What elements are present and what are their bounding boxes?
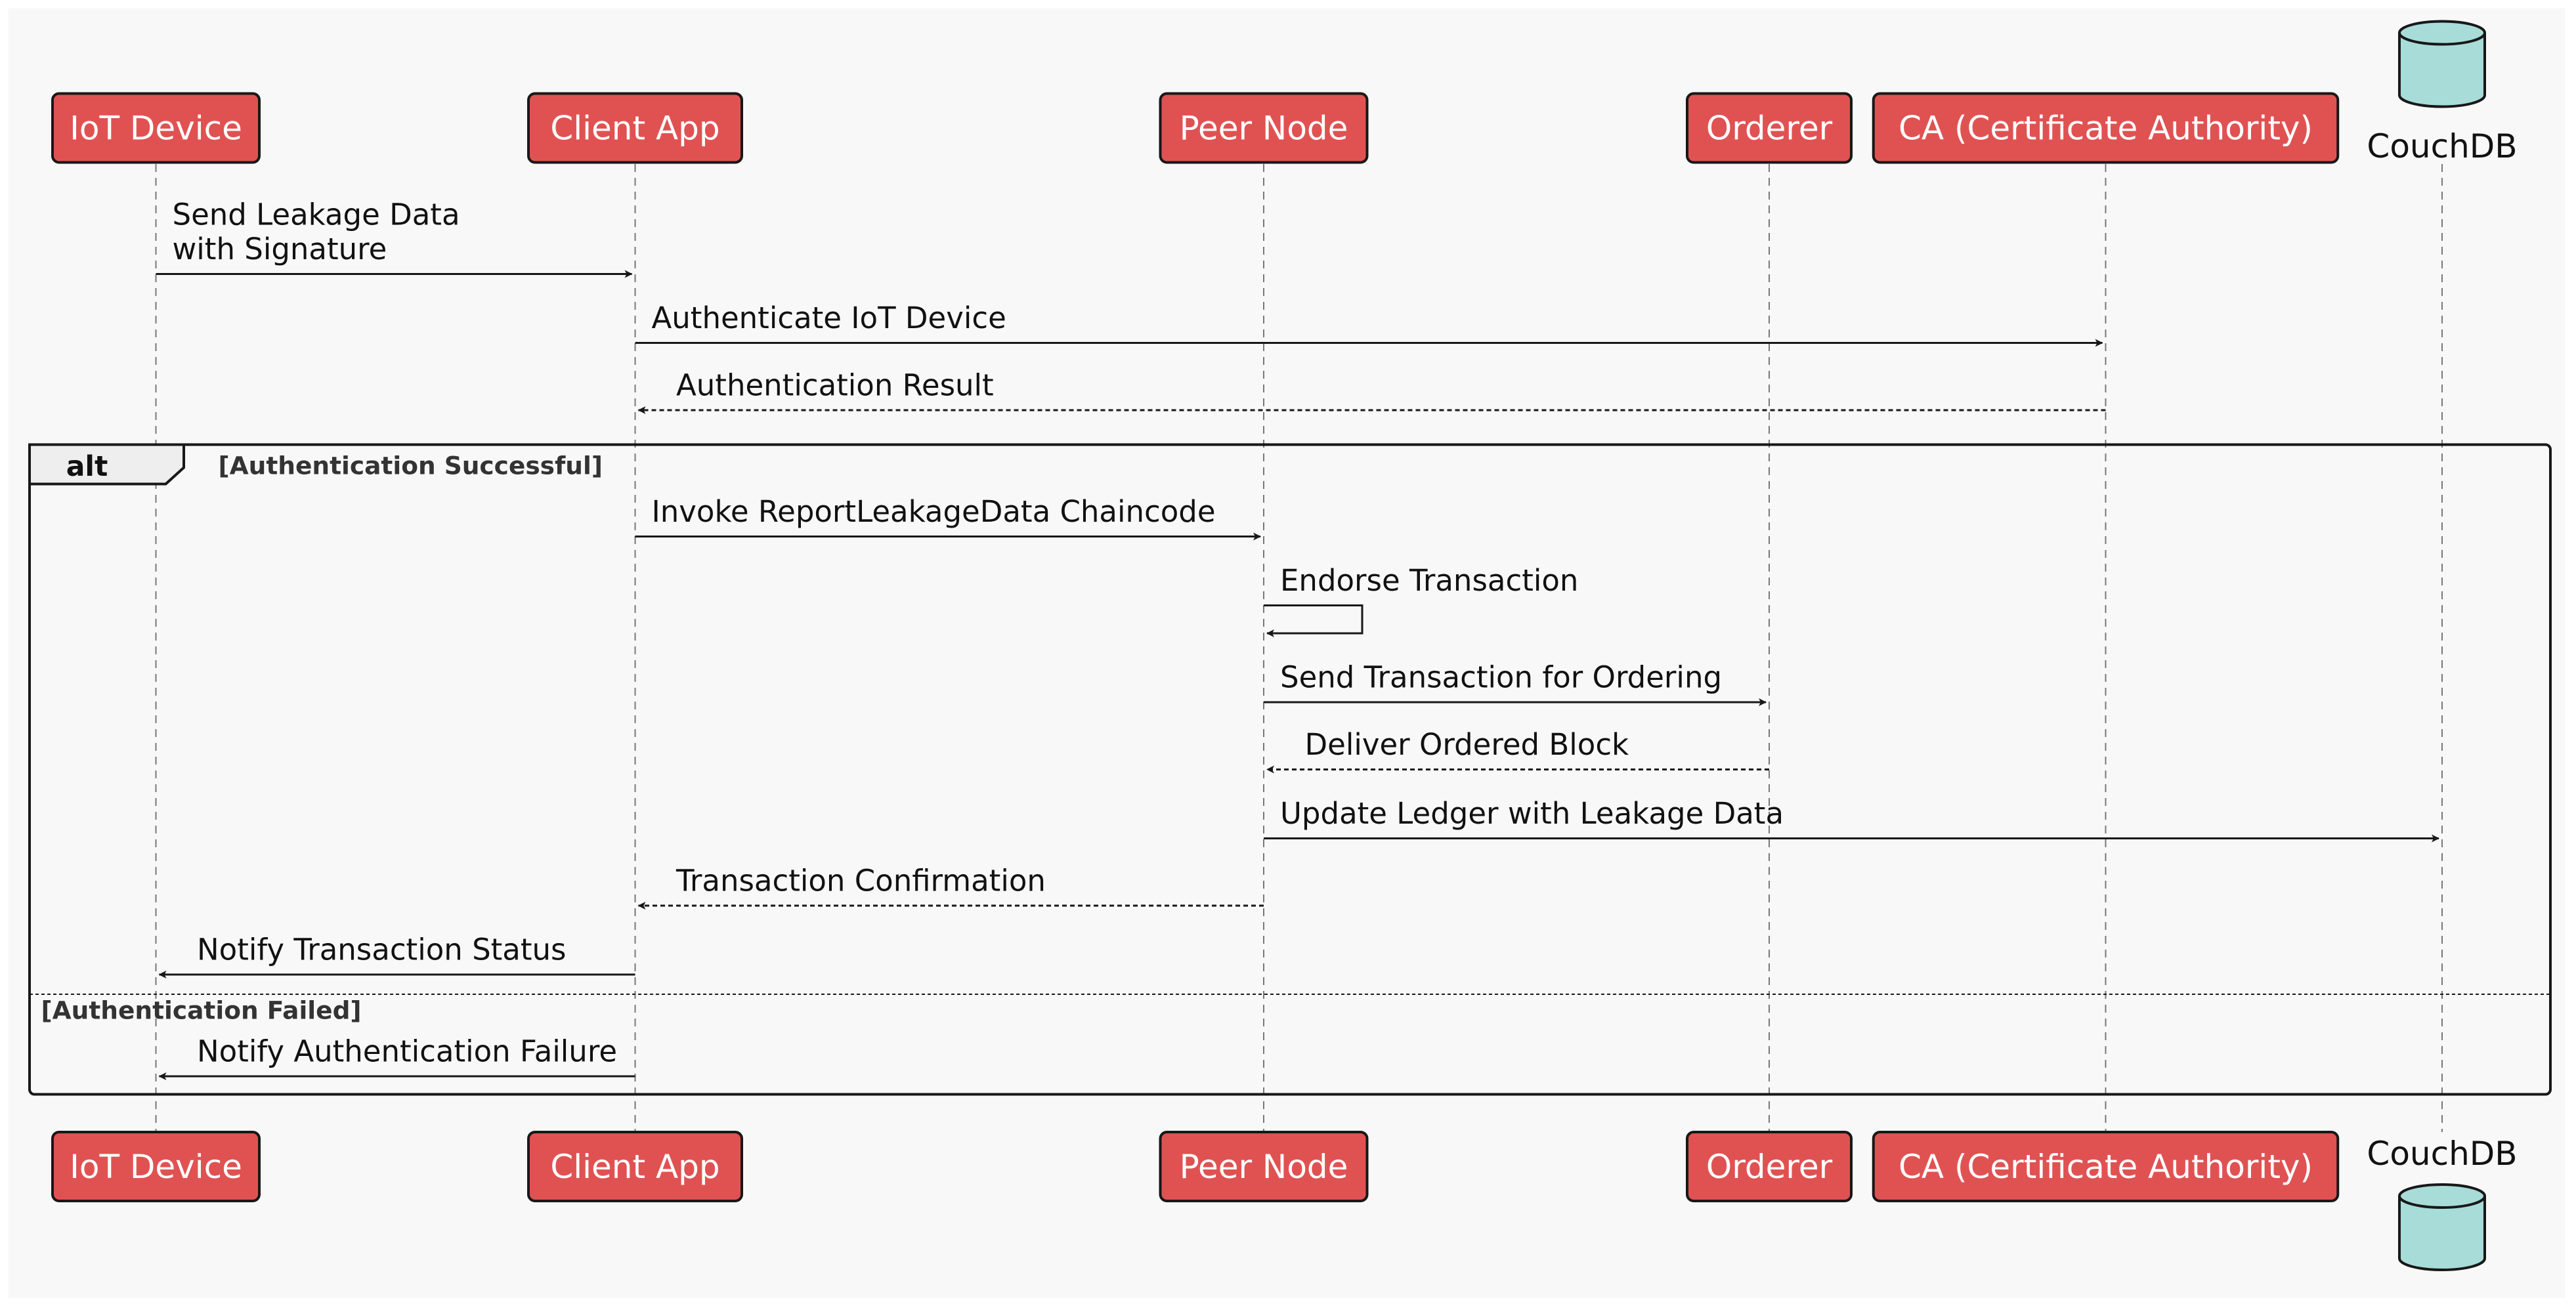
alt-fragment-frame [28,443,2552,1096]
message-label-0-line-0: Send Leakage Data [173,198,460,232]
participant-couch-label-top: CouchDB [2367,127,2517,165]
participant-ca-label-top: CA (Certificate Authority) [1899,110,2313,148]
participant-couch-label-bottom: CouchDB [2367,1135,2517,1173]
alt-guard-success: [Authentication Successful] [219,452,603,480]
participant-ca-box-bottom [1872,1131,2340,1202]
message-label-0-line-1: with Signature [173,232,387,266]
database-icon [2398,1183,2486,1271]
participant-iot-label-top: IoT Device [70,110,242,148]
participant-iot-box-top [51,92,261,164]
message-arrow-4 [1264,604,1363,637]
database-icon-rim [2398,1196,2486,1209]
participant-ca-box-top [1872,92,2340,164]
message-label-9-line-0: Notify Transaction Status [197,933,566,967]
participant-peer-label-bottom: Peer Node [1180,1148,1348,1186]
participant-peer-box-bottom [1159,1131,1369,1202]
message-label-10-line-0: Notify Authentication Failure [197,1034,617,1069]
message-label-4-line-0: Endorse Transaction [1280,563,1578,598]
participant-orderer-label-bottom: Orderer [1706,1148,1833,1186]
alt-fragment-tab [28,443,185,486]
participant-iot-label-bottom: IoT Device [70,1148,242,1186]
message-label-6-line-0: Deliver Ordered Block [1305,727,1629,762]
database-icon-rim [2398,32,2486,46]
message-label-2-line-0: Authentication Result [676,368,994,403]
participant-ca-label-bottom: CA (Certificate Authority) [1899,1148,2313,1186]
diagram-background [8,8,2565,1298]
alt-guard-failed: [Authentication Failed] [41,996,362,1025]
participant-orderer-box-top [1686,92,1853,164]
participant-peer-box-top [1159,92,1369,164]
participant-client-label-top: Client App [550,110,719,148]
message-label-3-line-0: Invoke ReportLeakageData Chaincode [652,494,1216,529]
message-label-1-line-0: Authenticate IoT Device [652,301,1006,335]
participant-client-box-top [527,92,743,164]
participant-peer-label-top: Peer Node [1180,110,1348,148]
database-icon [2398,20,2486,108]
participant-orderer-box-bottom [1686,1131,1853,1202]
message-label-7-line-0: Update Ledger with Leakage Data [1280,796,1784,831]
participant-client-label-bottom: Client App [550,1148,719,1186]
message-label-5-line-0: Send Transaction for Ordering [1280,660,1722,695]
message-label-8-line-0: Transaction Confirmation [676,864,1046,898]
participant-client-box-bottom [527,1131,743,1202]
participant-iot-box-bottom [51,1131,261,1202]
participant-orderer-label-top: Orderer [1706,110,1833,148]
alt-keyword: alt [66,451,108,483]
